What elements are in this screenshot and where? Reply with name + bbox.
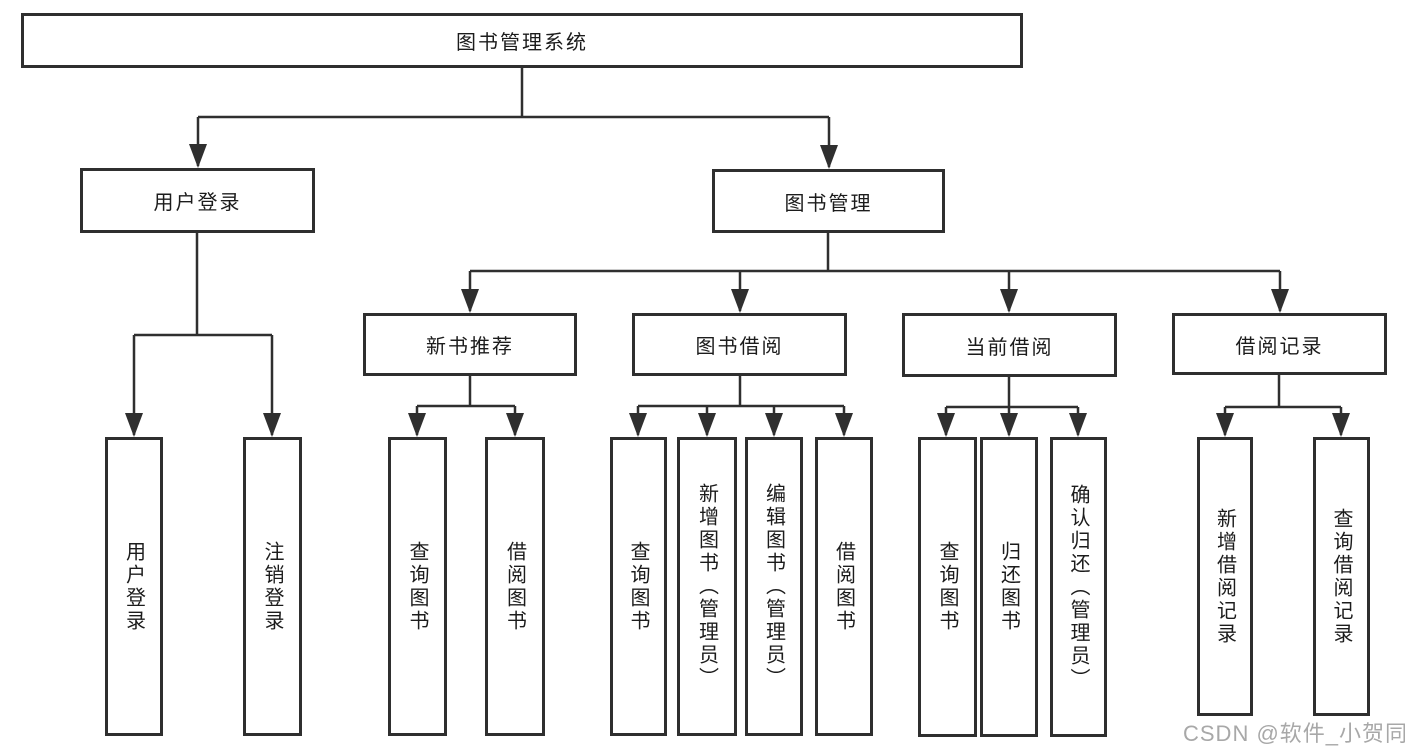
leaf-current-return-books: 归还图书 [980,437,1038,737]
node-user-login: 用户登录 [80,168,315,233]
leaf-recommend-borrow-books: 借阅图书 [485,437,545,736]
leaf-records-add-record: 新增借阅记录 [1197,437,1253,716]
leaf-user-login: 用户登录 [105,437,163,736]
node-new-book-recommend: 新书推荐 [363,313,577,376]
leaf-logout: 注销登录 [243,437,302,736]
node-root-system: 图书管理系统 [21,13,1023,68]
node-borrow-records: 借阅记录 [1172,313,1387,375]
leaf-records-query-record: 查询借阅记录 [1313,437,1370,716]
leaf-current-confirm-return-admin: 确认归还（管理员） [1050,437,1107,737]
node-book-borrow: 图书借阅 [632,313,847,376]
leaf-borrow-add-books-admin: 新增图书（管理员） [677,437,737,736]
leaf-recommend-query-books: 查询图书 [388,437,447,736]
node-book-management: 图书管理 [712,169,945,233]
leaf-borrow-edit-books-admin: 编辑图书（管理员） [745,437,803,736]
leaf-current-query-books: 查询图书 [918,437,977,737]
node-current-borrow: 当前借阅 [902,313,1117,377]
leaf-borrow-borrow-books: 借阅图书 [815,437,873,736]
leaf-borrow-query-books: 查询图书 [610,437,667,736]
watermark: CSDN @软件_小贺同学 [1183,721,1405,746]
